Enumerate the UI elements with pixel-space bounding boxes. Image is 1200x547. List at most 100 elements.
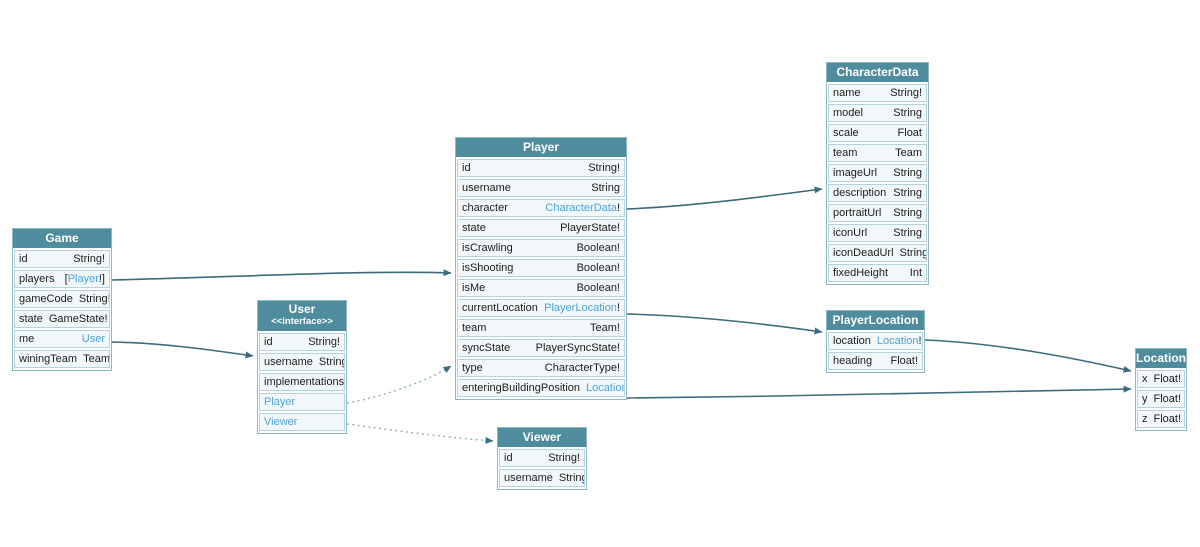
row-user-implementations: implementations (259, 372, 345, 391)
row-player-enteringbuildingposition: enteringBuildingPosition Location (457, 379, 625, 397)
type-text: String (899, 247, 927, 259)
table-header-player[interactable]: Player (456, 138, 626, 157)
type-text: String! (73, 253, 105, 265)
field-name: players (19, 273, 55, 285)
row-player-state: state PlayerState! (457, 219, 625, 237)
field-name: model (833, 107, 863, 119)
type-text: Float! (1153, 413, 1182, 425)
type-text: String (558, 472, 585, 484)
field-name: portraitUrl (833, 207, 882, 219)
field-name: username (264, 355, 313, 368)
table-header-game[interactable]: Game (13, 229, 111, 248)
field-type: String! (73, 251, 105, 267)
field-name: description (833, 187, 887, 199)
field-type: Boolean! (577, 280, 620, 296)
field-name: name (833, 87, 861, 99)
table-title: CharacterData (836, 65, 919, 79)
table-header-location[interactable]: Location (1136, 349, 1186, 368)
field-type: String! (548, 450, 580, 466)
field-name: iconDeadUrl (833, 247, 894, 259)
type-text: Team (83, 353, 110, 365)
field-type: Team! (590, 320, 620, 336)
row-characterdata-description: description String (828, 184, 927, 202)
field-name: enteringBuildingPosition (462, 382, 581, 394)
edge-playerlocation-location-to-location (924, 339, 1132, 373)
field-name: scale (833, 127, 859, 139)
table-title: Location (1136, 351, 1186, 365)
table-subtitle: <<interface>> (271, 315, 333, 327)
field-type: CharacterType! (545, 360, 620, 376)
row-user-viewer: Viewer (259, 412, 345, 431)
type-link-characterdata[interactable]: CharacterData (545, 202, 617, 214)
field-name: id (264, 335, 273, 348)
edge-player-enteringbuildingposition-to-location (626, 385, 1132, 399)
type-text: String (893, 227, 922, 239)
implementation-link-player[interactable]: Player (264, 395, 296, 408)
type-text: Boolean! (576, 282, 620, 294)
type-link-location[interactable]: Location (876, 335, 919, 347)
type-text: Float! (1153, 373, 1182, 385)
field-type: Float (898, 125, 922, 141)
edge-user-viewer-implementation (346, 423, 494, 444)
type-link-playerlocation[interactable]: PlayerLocation (544, 302, 617, 314)
type-link-player[interactable]: Player (67, 273, 99, 285)
type-text: GameState! (48, 313, 108, 325)
type-text: !] (98, 273, 105, 285)
type-text: Float (897, 127, 922, 139)
implementation-link-viewer[interactable]: Viewer (264, 415, 298, 428)
field-type: Float! (1154, 411, 1182, 427)
field-name: implementations (264, 375, 345, 388)
field-name: state (462, 222, 486, 234)
table-header-user[interactable]: User<<interface>> (258, 301, 346, 331)
type-text: String (893, 187, 922, 199)
field-type: Float! (890, 353, 918, 369)
row-user-id: id String! (259, 332, 345, 351)
field-type: GameState! (49, 311, 108, 327)
field-name: currentLocation (462, 302, 538, 314)
table-title: User (288, 302, 316, 316)
table-header-characterdata[interactable]: CharacterData (827, 63, 928, 82)
field-type: PlayerSyncState! (536, 340, 620, 356)
type-text: String (591, 182, 620, 194)
field-name: type (462, 362, 483, 374)
type-text: String! (890, 87, 922, 99)
field-name: location (833, 335, 871, 347)
type-text: PlayerState! (560, 222, 620, 234)
edge-player-currentlocation-to-playerlocation (626, 313, 823, 335)
edge-user-player-implementation (346, 365, 452, 404)
field-type: String (893, 165, 922, 181)
type-text: [ (64, 273, 68, 285)
table-header-viewer[interactable]: Viewer (498, 428, 586, 447)
field-name: team (833, 147, 858, 159)
edge-player-character-to-characterdata (626, 186, 823, 210)
row-characterdata-icondeadurl: iconDeadUrl String (828, 244, 927, 262)
row-characterdata-model: model String (828, 104, 927, 122)
table-header-playerlocation[interactable]: PlayerLocation (827, 311, 924, 330)
field-type: Location (586, 380, 625, 396)
type-link-location[interactable]: Location (586, 382, 625, 394)
type-text: ! (616, 202, 620, 214)
field-type: Int (910, 265, 922, 281)
field-name: y (1142, 393, 1148, 405)
field-name: z (1142, 413, 1148, 425)
type-text: String! (308, 335, 340, 348)
type-link-user[interactable]: User (81, 333, 105, 345)
edge-game-me-to-user (111, 341, 254, 359)
type-text: Float! (890, 355, 918, 367)
type-text: String (893, 107, 922, 119)
field-type: String (558, 470, 585, 486)
field-name: id (462, 162, 471, 174)
